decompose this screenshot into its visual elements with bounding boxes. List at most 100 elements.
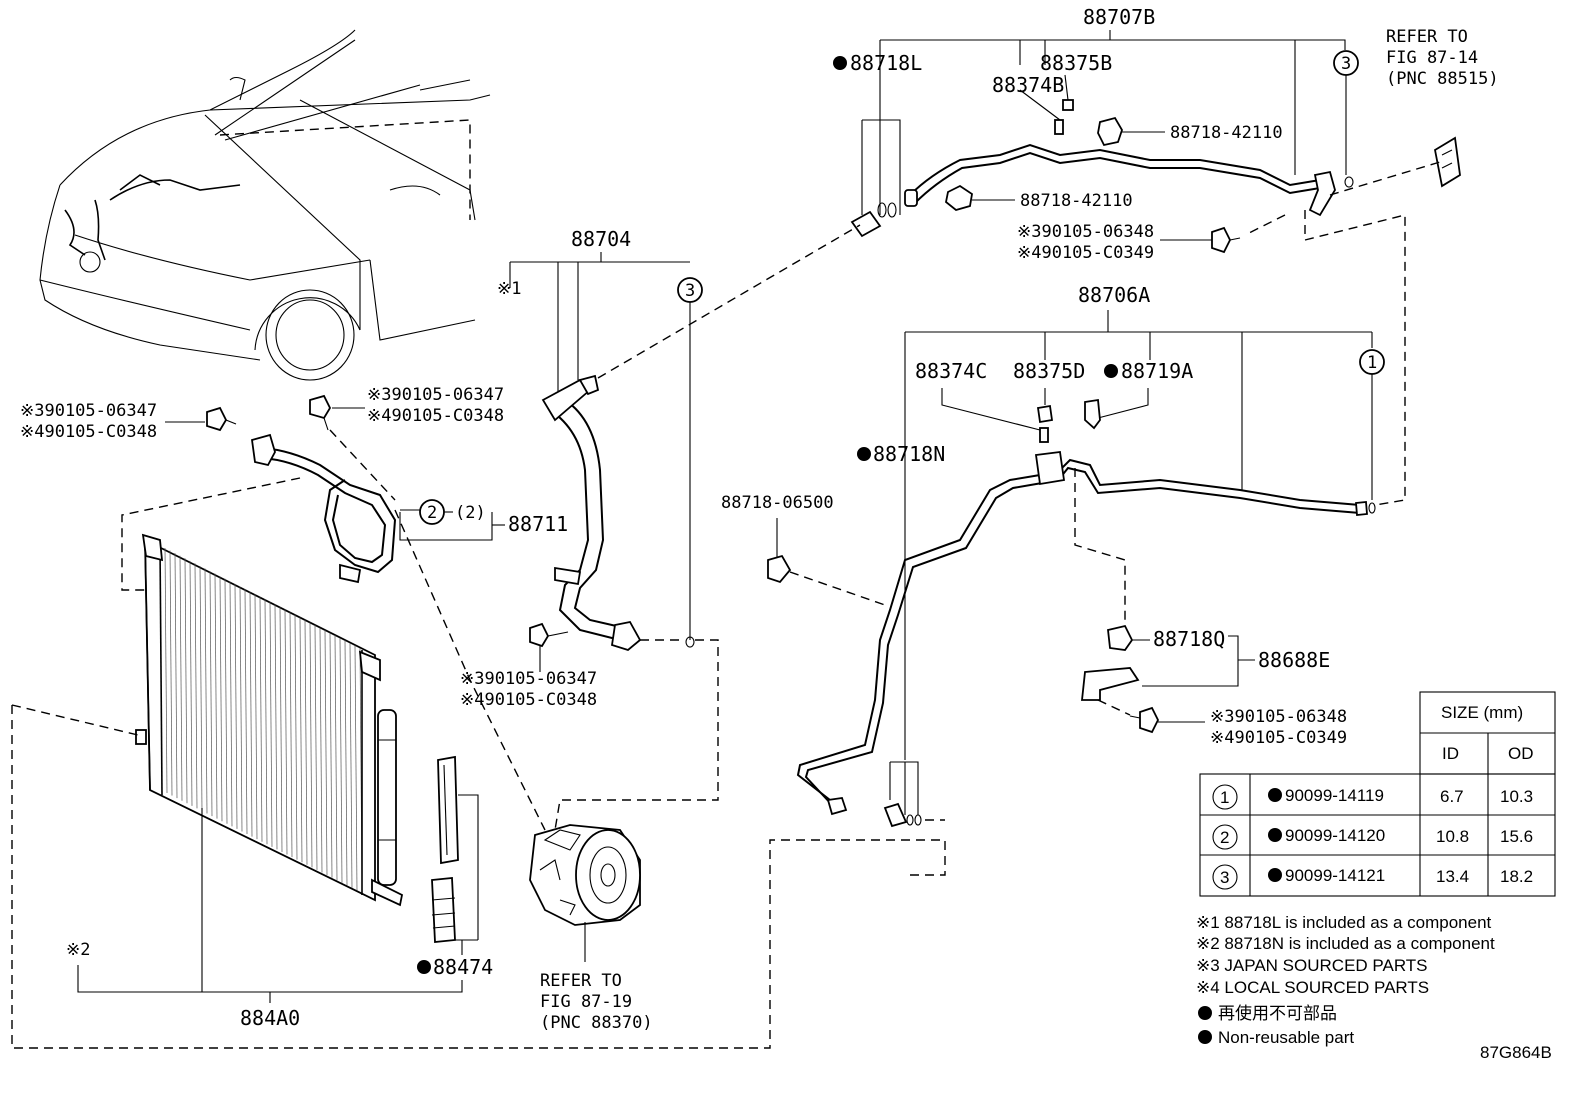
refer-87-14-line3: (PNC 88515): [1386, 69, 1499, 89]
refer-87-14-line1: REFER TO: [1386, 27, 1468, 47]
bolt-mid-line1: ※390105-06347: [460, 669, 597, 689]
refer-87-14-line2: FIG 87-14: [1386, 48, 1478, 68]
condenser-fin: [299, 617, 303, 863]
condenser-fin: [349, 642, 353, 888]
table-row: 1 90099-14119 6.7 10.3: [1212, 784, 1533, 810]
table-row-part: 90099-14120: [1285, 826, 1385, 845]
label-88718-42110-a: 88718-42110: [1170, 123, 1283, 143]
condenser-fin: [169, 550, 173, 796]
label-88474: 88474: [433, 955, 493, 979]
condenser-fin: [279, 606, 283, 852]
table-row-ring: 3: [1220, 868, 1229, 887]
condenser-fin: [319, 627, 323, 873]
condenser-fin: [329, 632, 333, 878]
bolt-bracket-line1: ※390105-06348: [1210, 707, 1347, 727]
table-row-part: 90099-14119: [1285, 786, 1384, 805]
nonreusable-dot-icon: [1268, 788, 1282, 802]
diagram-code: 87G864B: [1480, 1043, 1552, 1062]
condenser-fin: [224, 578, 228, 824]
condenser-884A0: 88474 ※2 884A0: [11, 533, 946, 1049]
bolt-left-a-line2: ※490105-C0348: [20, 422, 157, 442]
assembly-88711: ※390105-06347 ※490105-C0348 ※390105-0634…: [20, 385, 568, 831]
assembly-88706A: 88706A 1 88374C 88375D 88719A 88718N: [721, 283, 1385, 828]
condenser-fin: [209, 571, 213, 817]
mark-1: ※1: [497, 279, 521, 299]
bolt-left-b-line1: ※390105-06347: [367, 385, 504, 405]
table-row-ring: 1: [1220, 788, 1229, 807]
ring-3-hose: 3: [685, 281, 695, 301]
label-88718Q: 88718Q: [1153, 627, 1225, 651]
table-row-ring: 2: [1220, 828, 1229, 847]
table-row: 3 90099-14121 13.4 18.2: [1212, 864, 1533, 890]
bolt-bracket-line2: ※490105-C0349: [1210, 728, 1347, 748]
condenser-fin: [259, 596, 263, 842]
condenser-fin: [284, 609, 288, 855]
condenser-fin: [294, 614, 298, 860]
ring-1-callout: 1: [1367, 353, 1377, 373]
note-4: ※4 LOCAL SOURCED PARTS: [1196, 978, 1429, 997]
label-88718L: 88718L: [850, 51, 922, 75]
table-row-od: 18.2: [1500, 867, 1533, 886]
nonreusable-dot-icon: [1268, 868, 1282, 882]
condenser-fin: [264, 599, 268, 845]
label-88718-42110-b: 88718-42110: [1020, 191, 1133, 211]
condenser-fin: [194, 563, 198, 809]
nonreusable-dot-icon: [1198, 1030, 1212, 1044]
nonreusable-dot-icon: [1104, 364, 1118, 378]
note-3: ※3 JAPAN SOURCED PARTS: [1196, 956, 1428, 975]
table-header-id: ID: [1442, 744, 1459, 763]
table-row-id: 10.8: [1436, 827, 1469, 846]
assembly-88704: 88704 ※1 3 ※390105-06347 ※490105-C0348: [460, 224, 861, 831]
note-5: 再使用不可部品: [1218, 1003, 1337, 1023]
assembly-88707B: 88707B 88718L 88375B 88374B 88718-42110: [833, 5, 1499, 506]
oring-size-table: SIZE (mm) ID OD 1 90099-14119 6.7 10.3 2…: [1199, 691, 1556, 897]
table-row-id: 13.4: [1436, 867, 1469, 886]
nonreusable-dot-icon: [857, 447, 871, 461]
table-row-id: 6.7: [1440, 787, 1464, 806]
label-884A0: 884A0: [240, 1006, 300, 1030]
condenser-fin: [249, 591, 253, 837]
refer-87-19-line1: REFER TO: [540, 971, 622, 991]
condenser-fin: [229, 581, 233, 827]
condenser-fin: [314, 624, 318, 870]
condenser-fin: [239, 586, 243, 832]
condenser-fin: [339, 637, 343, 883]
label-88711: 88711: [508, 512, 568, 536]
condenser-fin: [344, 640, 348, 886]
condenser-fin: [289, 612, 293, 858]
table-row-part: 90099-14121: [1285, 866, 1385, 885]
condenser-fin: [234, 583, 238, 829]
condenser-fin: [184, 558, 188, 804]
car-illustration: [39, 29, 491, 381]
label-88704: 88704: [571, 227, 631, 251]
ring-2-qty: (2): [455, 503, 486, 523]
condenser-fin: [179, 555, 183, 801]
condenser-fin: [304, 619, 308, 865]
condenser-fin: [309, 622, 313, 868]
note-1: ※1 88718L is included as a component: [1196, 913, 1492, 932]
condenser-fin: [204, 568, 208, 814]
condenser-fin: [189, 560, 193, 806]
table-row-od: 15.6: [1500, 827, 1533, 846]
note-6: Non-reusable part: [1218, 1028, 1354, 1047]
nonreusable-dot-icon: [1198, 1006, 1212, 1020]
label-88374C: 88374C: [915, 359, 987, 383]
table-row: 2 90099-14120 10.8 15.6: [1212, 824, 1533, 850]
bolt-top-right-line1: ※390105-06348: [1017, 222, 1154, 242]
nonreusable-dot-icon: [417, 960, 431, 974]
condenser-fin: [269, 601, 273, 847]
table-header-size: SIZE (mm): [1441, 703, 1523, 722]
bolt-left-a-line1: ※390105-06347: [20, 401, 157, 421]
condenser-fin: [164, 547, 168, 794]
compressor: REFER TO FIG 87-19 (PNC 88370): [529, 824, 653, 1033]
bolt-mid-line2: ※490105-C0348: [460, 690, 597, 710]
table-header-od: OD: [1508, 744, 1534, 763]
condenser-fin: [219, 576, 223, 822]
table-row-od: 10.3: [1500, 787, 1533, 806]
refer-87-19-line3: (PNC 88370): [540, 1013, 653, 1033]
label-88375B: 88375B: [1040, 51, 1112, 75]
label-88718-06500: 88718-06500: [721, 493, 834, 513]
ring-2-hose: 2: [427, 503, 437, 523]
